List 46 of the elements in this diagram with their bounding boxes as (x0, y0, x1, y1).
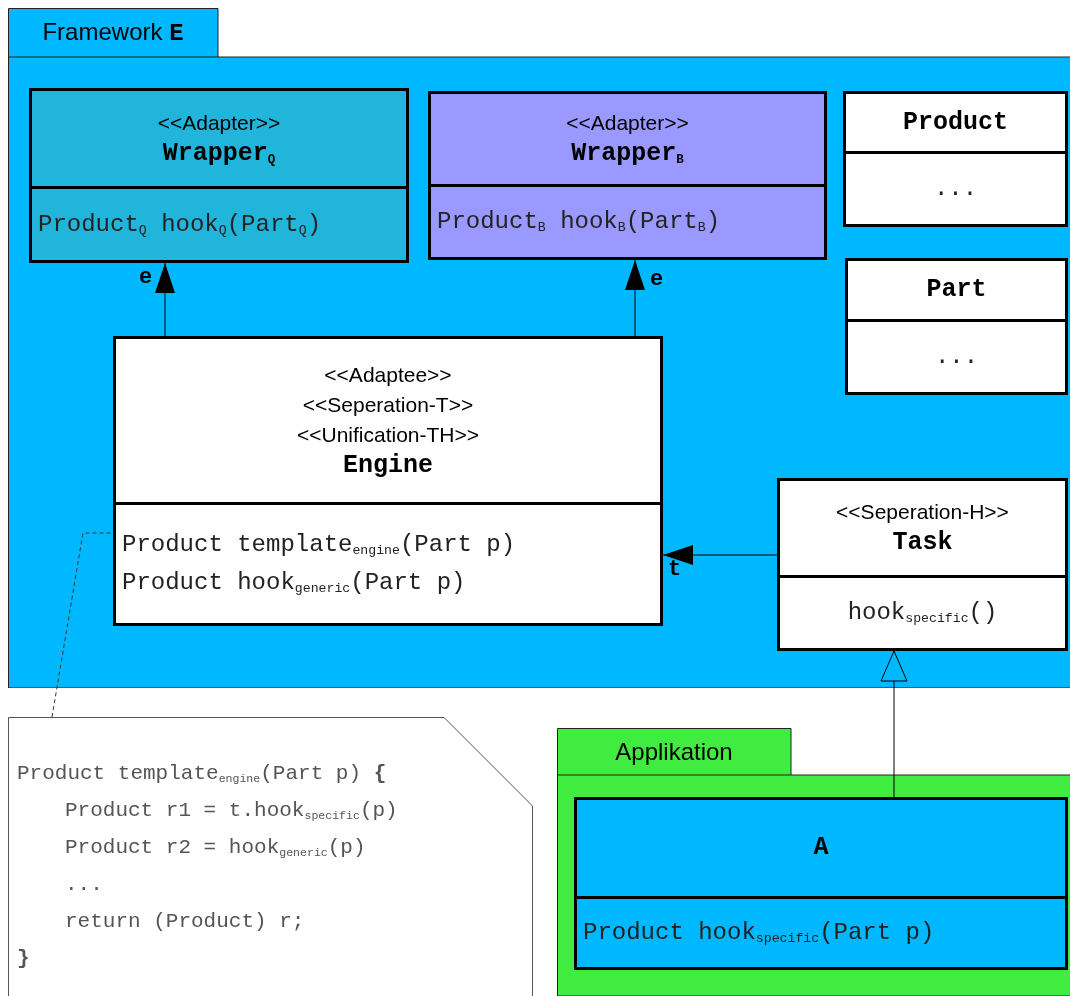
class-box (574, 797, 1068, 970)
stereotype-label: <<Adaptee>> (324, 361, 452, 388)
method-signature: Product template$_{engine}$(Part p) (122, 530, 516, 561)
class-name: Wrapper$_{B}$ (571, 138, 684, 170)
class-box (845, 258, 1068, 395)
class-name: Wrapper$_{Q}$ (162, 137, 276, 170)
class-box (113, 336, 663, 626)
method-signature: Product$_{B}$ hook$_{B}$(Part$_{B}$) (437, 207, 721, 238)
edge-label: t (668, 558, 682, 582)
class-box (29, 88, 409, 263)
package-name: Framework E (42, 16, 184, 49)
arrow (662, 545, 778, 565)
class-name: Part (926, 274, 987, 306)
code-line: } (17, 946, 31, 972)
class-box (428, 91, 827, 260)
package (8, 8, 1070, 688)
code-line: Product r1 = t.hook$_{specific}$(p) (64, 798, 398, 824)
class-name: A (813, 832, 829, 864)
class-name: Engine (343, 449, 433, 482)
code-line: Product r2 = hook$_{generic}$(p) (64, 835, 367, 861)
code-line: ... (64, 872, 104, 898)
stereotype-label: <<Seperation-T>> (302, 391, 474, 418)
method-signature: ... (933, 174, 978, 204)
note (8, 717, 533, 996)
method-signature: Product hook$_{generic}$(Part p) (122, 568, 466, 599)
arrow (155, 262, 175, 337)
class-box (777, 478, 1068, 651)
method-signature: hook$_{specific}$() (847, 598, 998, 629)
package-name: Applikation (615, 736, 733, 767)
stereotype-label: <<Unification-TH>> (296, 421, 480, 448)
class-box (843, 91, 1068, 227)
stereotype-label: <<Adapter>> (566, 110, 689, 136)
method-signature: Product$_{Q}$ hook$_{Q}$(Part$_{Q}$) (38, 209, 322, 240)
edge-label: e (139, 266, 153, 290)
code-line: Product template$_{engine}$(Part p) { (17, 761, 388, 787)
method-signature: ... (934, 342, 979, 372)
edge-label: e (650, 268, 664, 292)
class-name: Task (892, 527, 953, 559)
arrow (880, 650, 908, 798)
stereotype-label: <<Seperation-H>> (836, 499, 1009, 525)
method-signature: Product hook$_{specific}$(Part p) (583, 918, 935, 949)
code-line: return (Product) r; (64, 909, 306, 935)
class-name: Product (903, 106, 1008, 139)
stereotype-label: <<Adapter>> (157, 109, 281, 136)
package (557, 728, 1070, 996)
arrow (625, 259, 645, 337)
